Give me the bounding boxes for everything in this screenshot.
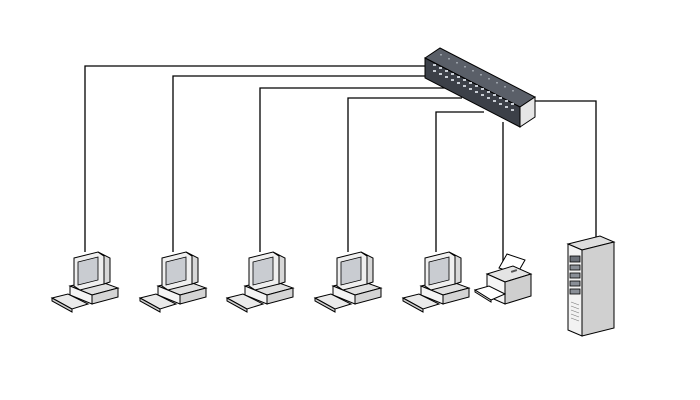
link-hub-computer-3: [259, 87, 448, 252]
desktop-computer-icon: [313, 251, 383, 313]
server-tower-icon: [566, 235, 616, 337]
link-hub-computer-4: [347, 97, 462, 252]
link-hub-computer-1: [84, 65, 430, 252]
network-switch-icon: [424, 47, 536, 128]
desktop-computer-icon: [225, 251, 295, 313]
connection-lines: [84, 65, 597, 262]
link-hub-computer-5: [435, 111, 484, 252]
desktop-computer-icon: [401, 251, 471, 313]
link-hub-server: [534, 100, 597, 238]
desktop-computer-icon: [50, 251, 120, 313]
desktop-computer-icon: [138, 251, 208, 313]
printer-icon: [473, 253, 533, 305]
link-hub-computer-2: [172, 75, 438, 252]
